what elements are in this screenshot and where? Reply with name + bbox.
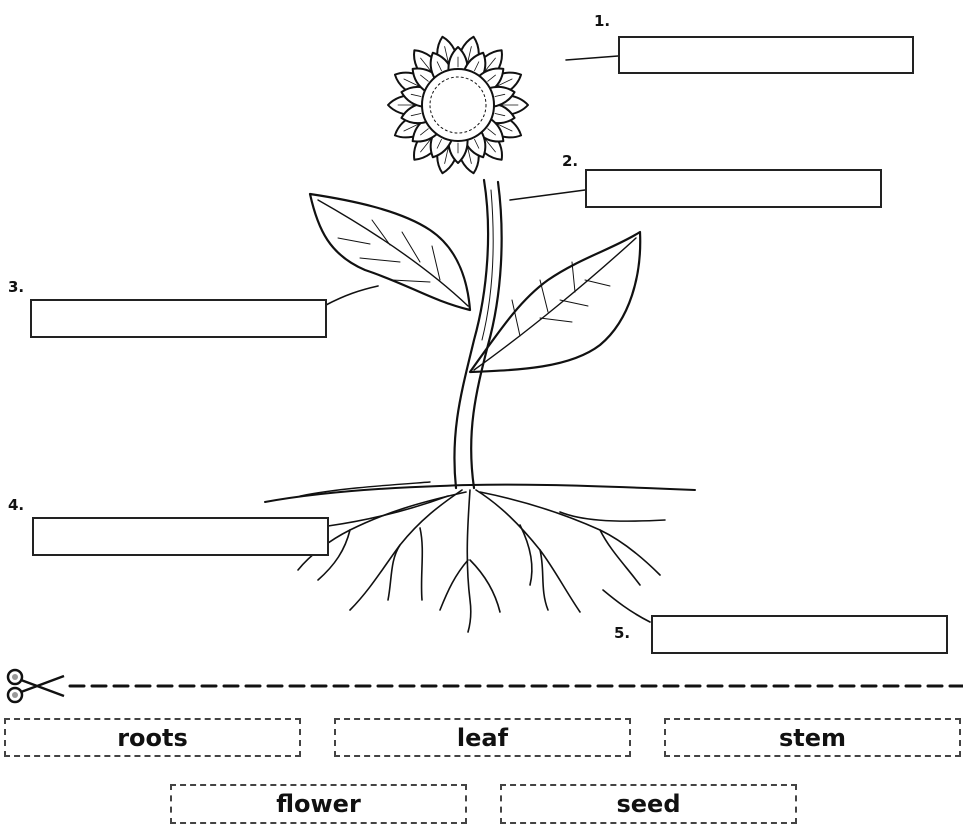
answer-box-2[interactable] xyxy=(585,169,882,208)
scissors-icon xyxy=(4,668,68,704)
word-card-flower[interactable]: flower xyxy=(170,784,467,824)
label-number-3: 3. xyxy=(8,278,24,296)
label-number-5: 5. xyxy=(614,624,630,642)
flower-center xyxy=(422,69,494,141)
label-number-4: 4. xyxy=(8,496,24,514)
word-card-stem[interactable]: stem xyxy=(664,718,961,757)
answer-box-3[interactable] xyxy=(30,299,327,338)
word-card-leaf[interactable]: leaf xyxy=(334,718,631,757)
roots-drawing xyxy=(298,490,665,632)
label-number-1: 1. xyxy=(594,12,610,30)
right-leaf-drawing xyxy=(470,232,640,372)
answer-box-5[interactable] xyxy=(651,615,948,654)
word-card-seed[interactable]: seed xyxy=(500,784,797,824)
answer-box-1[interactable] xyxy=(618,36,914,74)
word-card-roots[interactable]: roots xyxy=(4,718,301,757)
label-number-2: 2. xyxy=(562,152,578,170)
left-leaf-drawing xyxy=(310,194,470,310)
stem-drawing xyxy=(454,180,501,488)
answer-box-4[interactable] xyxy=(32,517,329,556)
